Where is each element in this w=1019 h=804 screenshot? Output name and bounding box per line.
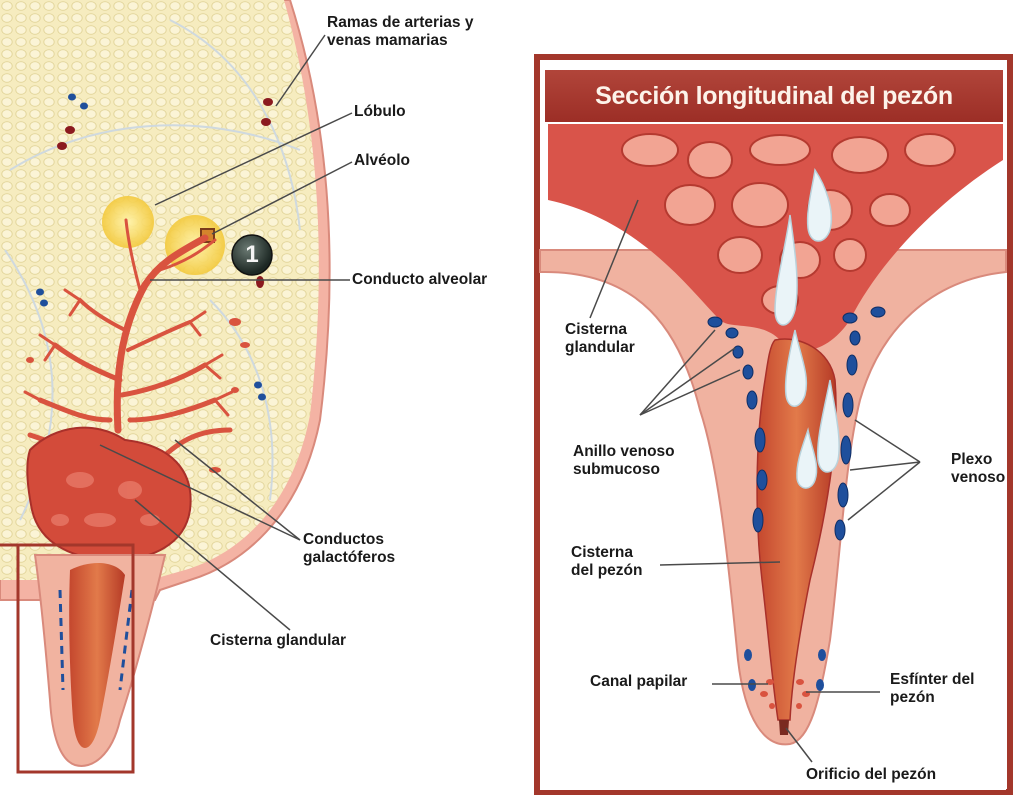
papillary-canal xyxy=(779,720,789,735)
label-cisterna-glandular-right: Cisterna glandular xyxy=(565,321,635,357)
label-anillo-venoso: Anillo venoso submucoso xyxy=(573,443,675,479)
label-lobulo: Lóbulo xyxy=(354,103,406,121)
label-cisterna-pezon: Cisterna del pezón xyxy=(571,544,642,580)
label-conductos-galactoferos: Conductos galactóferos xyxy=(303,531,395,567)
label-cisterna-glandular-left: Cisterna glandular xyxy=(210,632,346,650)
panel-title: Sección longitudinal del pezón xyxy=(545,70,1003,122)
left-gland-illustration xyxy=(0,0,330,772)
label-conducto-alveolar: Conducto alveolar xyxy=(352,271,487,289)
label-ramas: Ramas de arterias y venas mamarias xyxy=(327,14,473,50)
label-alveolo: Alvéolo xyxy=(354,152,410,170)
label-plexo-venoso: Plexo venoso xyxy=(951,451,1005,487)
label-canal-papilar: Canal papilar xyxy=(590,673,687,691)
label-esfinter: Esfínter del pezón xyxy=(890,671,974,707)
label-orificio: Orificio del pezón xyxy=(806,766,936,784)
step-badge-number: 1 xyxy=(232,241,272,269)
